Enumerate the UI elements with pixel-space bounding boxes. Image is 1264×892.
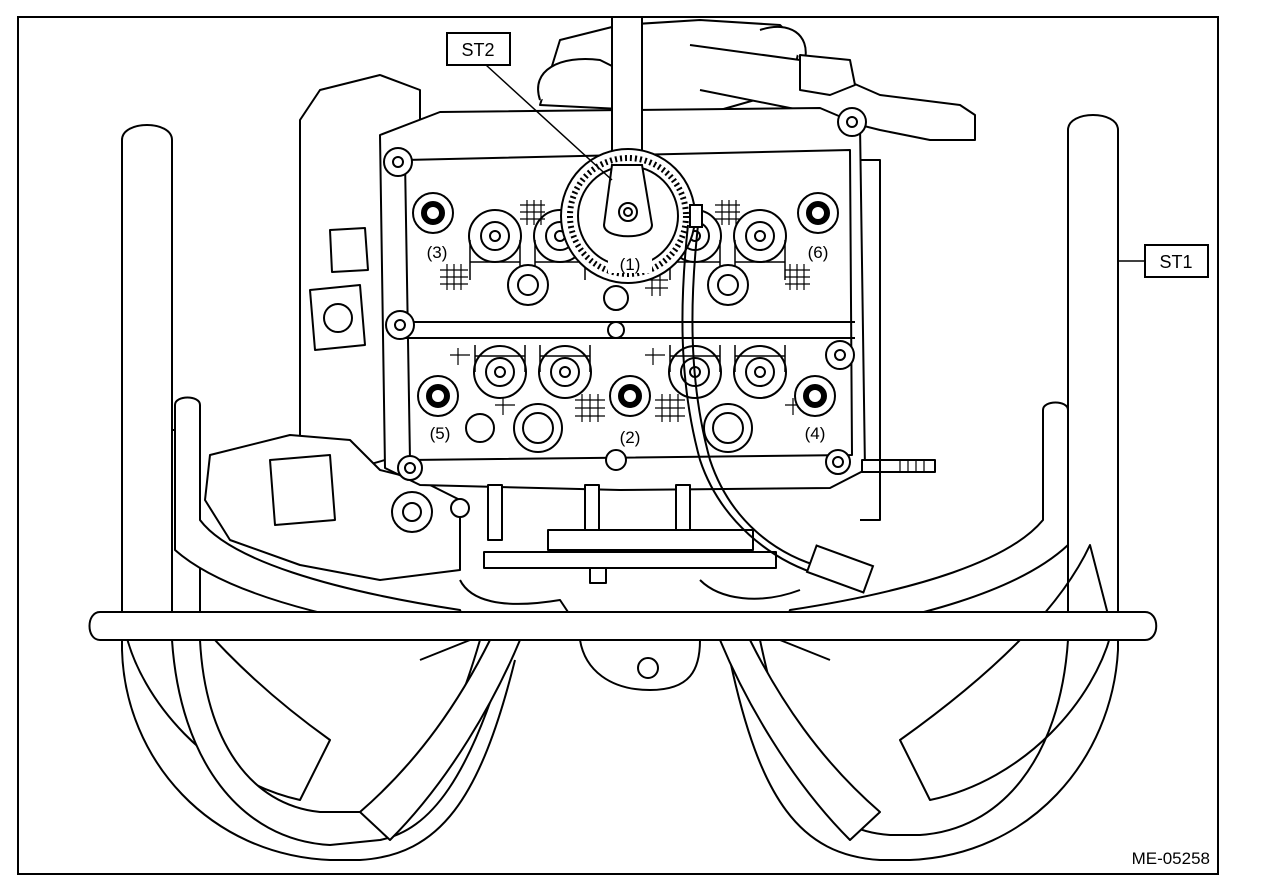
- dial-gauge-st2: [560, 16, 875, 594]
- hatch-marks: [440, 200, 810, 422]
- st2-label: ST2: [461, 40, 494, 60]
- gauge-cable: [681, 224, 821, 576]
- head-bolts: [412, 192, 839, 417]
- st2-label-box: [446, 32, 511, 66]
- engine-assembly: [204, 19, 976, 691]
- stand-crossbar: [88, 611, 1158, 641]
- callout-4: (4): [805, 424, 826, 443]
- callout-5: (5): [430, 424, 451, 443]
- lower-valve-springs: [473, 345, 787, 399]
- st2-leader-line: [485, 64, 613, 181]
- mount-bracket: [483, 484, 777, 584]
- callout-2: (2): [620, 428, 641, 447]
- callout-1: (1): [620, 255, 641, 274]
- gauge-connector: [805, 544, 875, 594]
- callout-6: (6): [808, 243, 829, 262]
- callout-3: (3): [427, 243, 448, 262]
- st1-label: ST1: [1159, 252, 1192, 272]
- engine-stand-st1: [88, 114, 1158, 861]
- figure-id-code: ME-05258: [1132, 849, 1210, 868]
